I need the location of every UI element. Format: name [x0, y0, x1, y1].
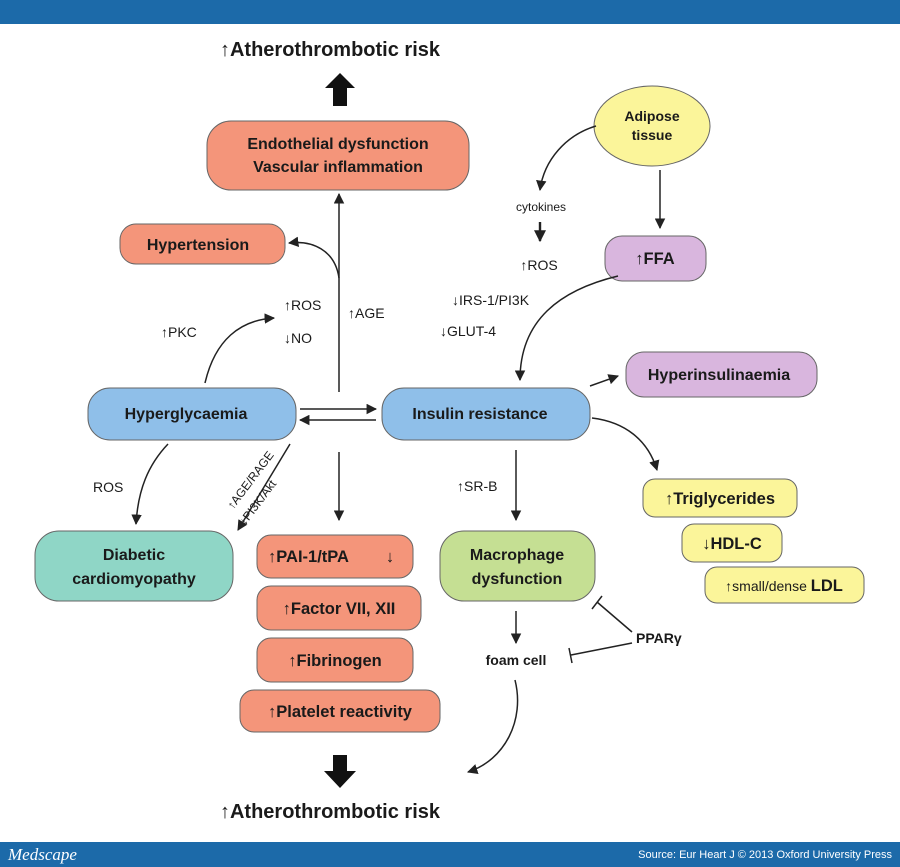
label-pkc: ↑PKC [161, 324, 197, 340]
ffa-label: FFA [644, 250, 675, 268]
label-foam-cell: foam cell [486, 652, 547, 668]
endothelial-line2: Vascular inflammation [253, 159, 423, 176]
ldl-label: LDL [811, 577, 843, 595]
pai-label: PAI-1/tPA [276, 548, 349, 566]
macrophage-box: Macrophage dysfunction [439, 530, 596, 602]
triglycerides-label: Triglycerides [673, 490, 775, 508]
label-no-center: ↓NO [284, 330, 312, 346]
up-arrow-icon: ↑ [268, 703, 276, 721]
adipose-tissue-ellipse: Adipose tissue [593, 85, 711, 167]
hdl-box: ↓HDL-C [681, 523, 783, 563]
hyperglycaemia-box: Hyperglycaemia [87, 387, 297, 441]
svg-text:↑PAI-1/tPA: ↑PAI-1/tPA [268, 548, 349, 566]
hyperglycaemia-label: Hyperglycaemia [125, 406, 248, 423]
insulin-resistance-label: Insulin resistance [412, 406, 547, 423]
up-arrow-icon: ↑ [665, 490, 673, 508]
fibrinogen-box: ↑Fibrinogen [256, 637, 414, 683]
svg-text:↑FFA: ↑FFA [635, 250, 674, 268]
arrow-age-rage [237, 443, 291, 531]
label-srb: ↑SR-B [457, 478, 497, 494]
source-credit: Source: Eur Heart J © 2013 Oxford Univer… [638, 849, 892, 861]
macrophage-line1: Macrophage [470, 547, 564, 564]
ffa-box: ↑FFA [604, 235, 707, 282]
down-arrow-icon: ↓ [702, 535, 710, 553]
diabetic-cardiomyopathy-box: Diabetic cardiomyopathy [34, 530, 234, 602]
adipose-line2: tissue [632, 127, 673, 143]
hyperinsulinaemia-box: Hyperinsulinaemia [625, 351, 818, 398]
adipose-line1: Adipose [624, 108, 679, 124]
fibrinogen-label: Fibrinogen [297, 652, 382, 670]
svg-text:↑small/dense LDL: ↑small/dense LDL [725, 577, 843, 595]
up-arrow-icon: ↑ [283, 600, 291, 618]
hyperinsulinaemia-label: Hyperinsulinaemia [648, 367, 790, 384]
macrophage-line2: dysfunction [472, 571, 563, 588]
inhibit-macrophage-bar [591, 595, 603, 610]
label-ros-center: ↑ROS [284, 297, 321, 313]
header-bar [0, 0, 900, 24]
title-bottom: ↑Atherothrombotic risk [220, 801, 441, 823]
down-arrow-icon: ↓ [386, 548, 394, 566]
arrow-to-cytokines [536, 125, 597, 192]
big-arrow-down [324, 755, 356, 788]
pai-box: ↑PAI-1/tPA ↓ [256, 534, 414, 579]
triglycerides-box: ↑Triglycerides [642, 478, 798, 518]
svg-text:↑Fibrinogen: ↑Fibrinogen [288, 652, 382, 670]
hdl-label: HDL-C [710, 535, 761, 553]
factor-label: Factor VII, XII [291, 600, 396, 618]
up-arrow-icon: ↑ [288, 652, 296, 670]
label-ros-up: ↑ROS [520, 257, 557, 273]
platelet-box: ↑Platelet reactivity [239, 689, 441, 733]
inhibit-macrophage [596, 601, 633, 633]
label-glut: ↓GLUT-4 [440, 323, 496, 339]
label-irs: ↓IRS-1/PI3K [452, 292, 530, 308]
insulin-resistance-box: Insulin resistance [381, 387, 591, 441]
medscape-logo: Medscape [8, 845, 77, 864]
up-arrow-icon: ↑ [268, 548, 276, 566]
label-pparg: PPARγ [636, 630, 682, 646]
hypertension-label: Hypertension [147, 237, 249, 254]
arrow-foam-to-risk [467, 679, 519, 775]
big-arrow-up [325, 73, 355, 106]
cardiomyopathy-line2: cardiomyopathy [72, 571, 196, 588]
svg-text:↓HDL-C: ↓HDL-C [702, 535, 762, 553]
inhibit-foam-bar [568, 647, 573, 664]
svg-text:↑Platelet reactivity: ↑Platelet reactivity [268, 703, 413, 721]
factor-box: ↑Factor VII, XII [256, 585, 422, 631]
arrow-ffa-insulin [514, 275, 619, 382]
label-ros-left: ROS [93, 479, 123, 495]
label-cytokines: cytokines [516, 200, 566, 214]
svg-text:↑Triglycerides: ↑Triglycerides [665, 490, 775, 508]
title-top: ↑Atherothrombotic risk [220, 39, 441, 61]
arrow-to-hypertension [287, 236, 340, 279]
footer-bar [0, 842, 900, 867]
label-age-center: ↑AGE [348, 305, 385, 321]
platelet-label: Platelet reactivity [276, 703, 413, 721]
up-arrow-icon: ↑ [635, 250, 643, 268]
ldl-box: ↑small/dense LDL [704, 566, 865, 604]
arrow-pkc [204, 313, 276, 384]
endothelial-box: Endothelial dysfunction Vascular inflamm… [206, 120, 470, 191]
up-arrow-icon: ↑ [725, 578, 732, 594]
arrow-to-hyperinsulinaemia [589, 374, 619, 387]
arrow-ros-cardiomyopathy [131, 443, 169, 526]
endothelial-line1: Endothelial dysfunction [247, 136, 428, 153]
cardiomyopathy-line1: Diabetic [103, 547, 165, 564]
ldl-prefix: small/dense [732, 578, 811, 594]
svg-text:↑Factor VII, XII: ↑Factor VII, XII [283, 600, 396, 618]
arrow-to-triglycerides [591, 417, 660, 472]
hypertension-box: Hypertension [119, 223, 286, 265]
inhibit-foam [570, 642, 633, 656]
